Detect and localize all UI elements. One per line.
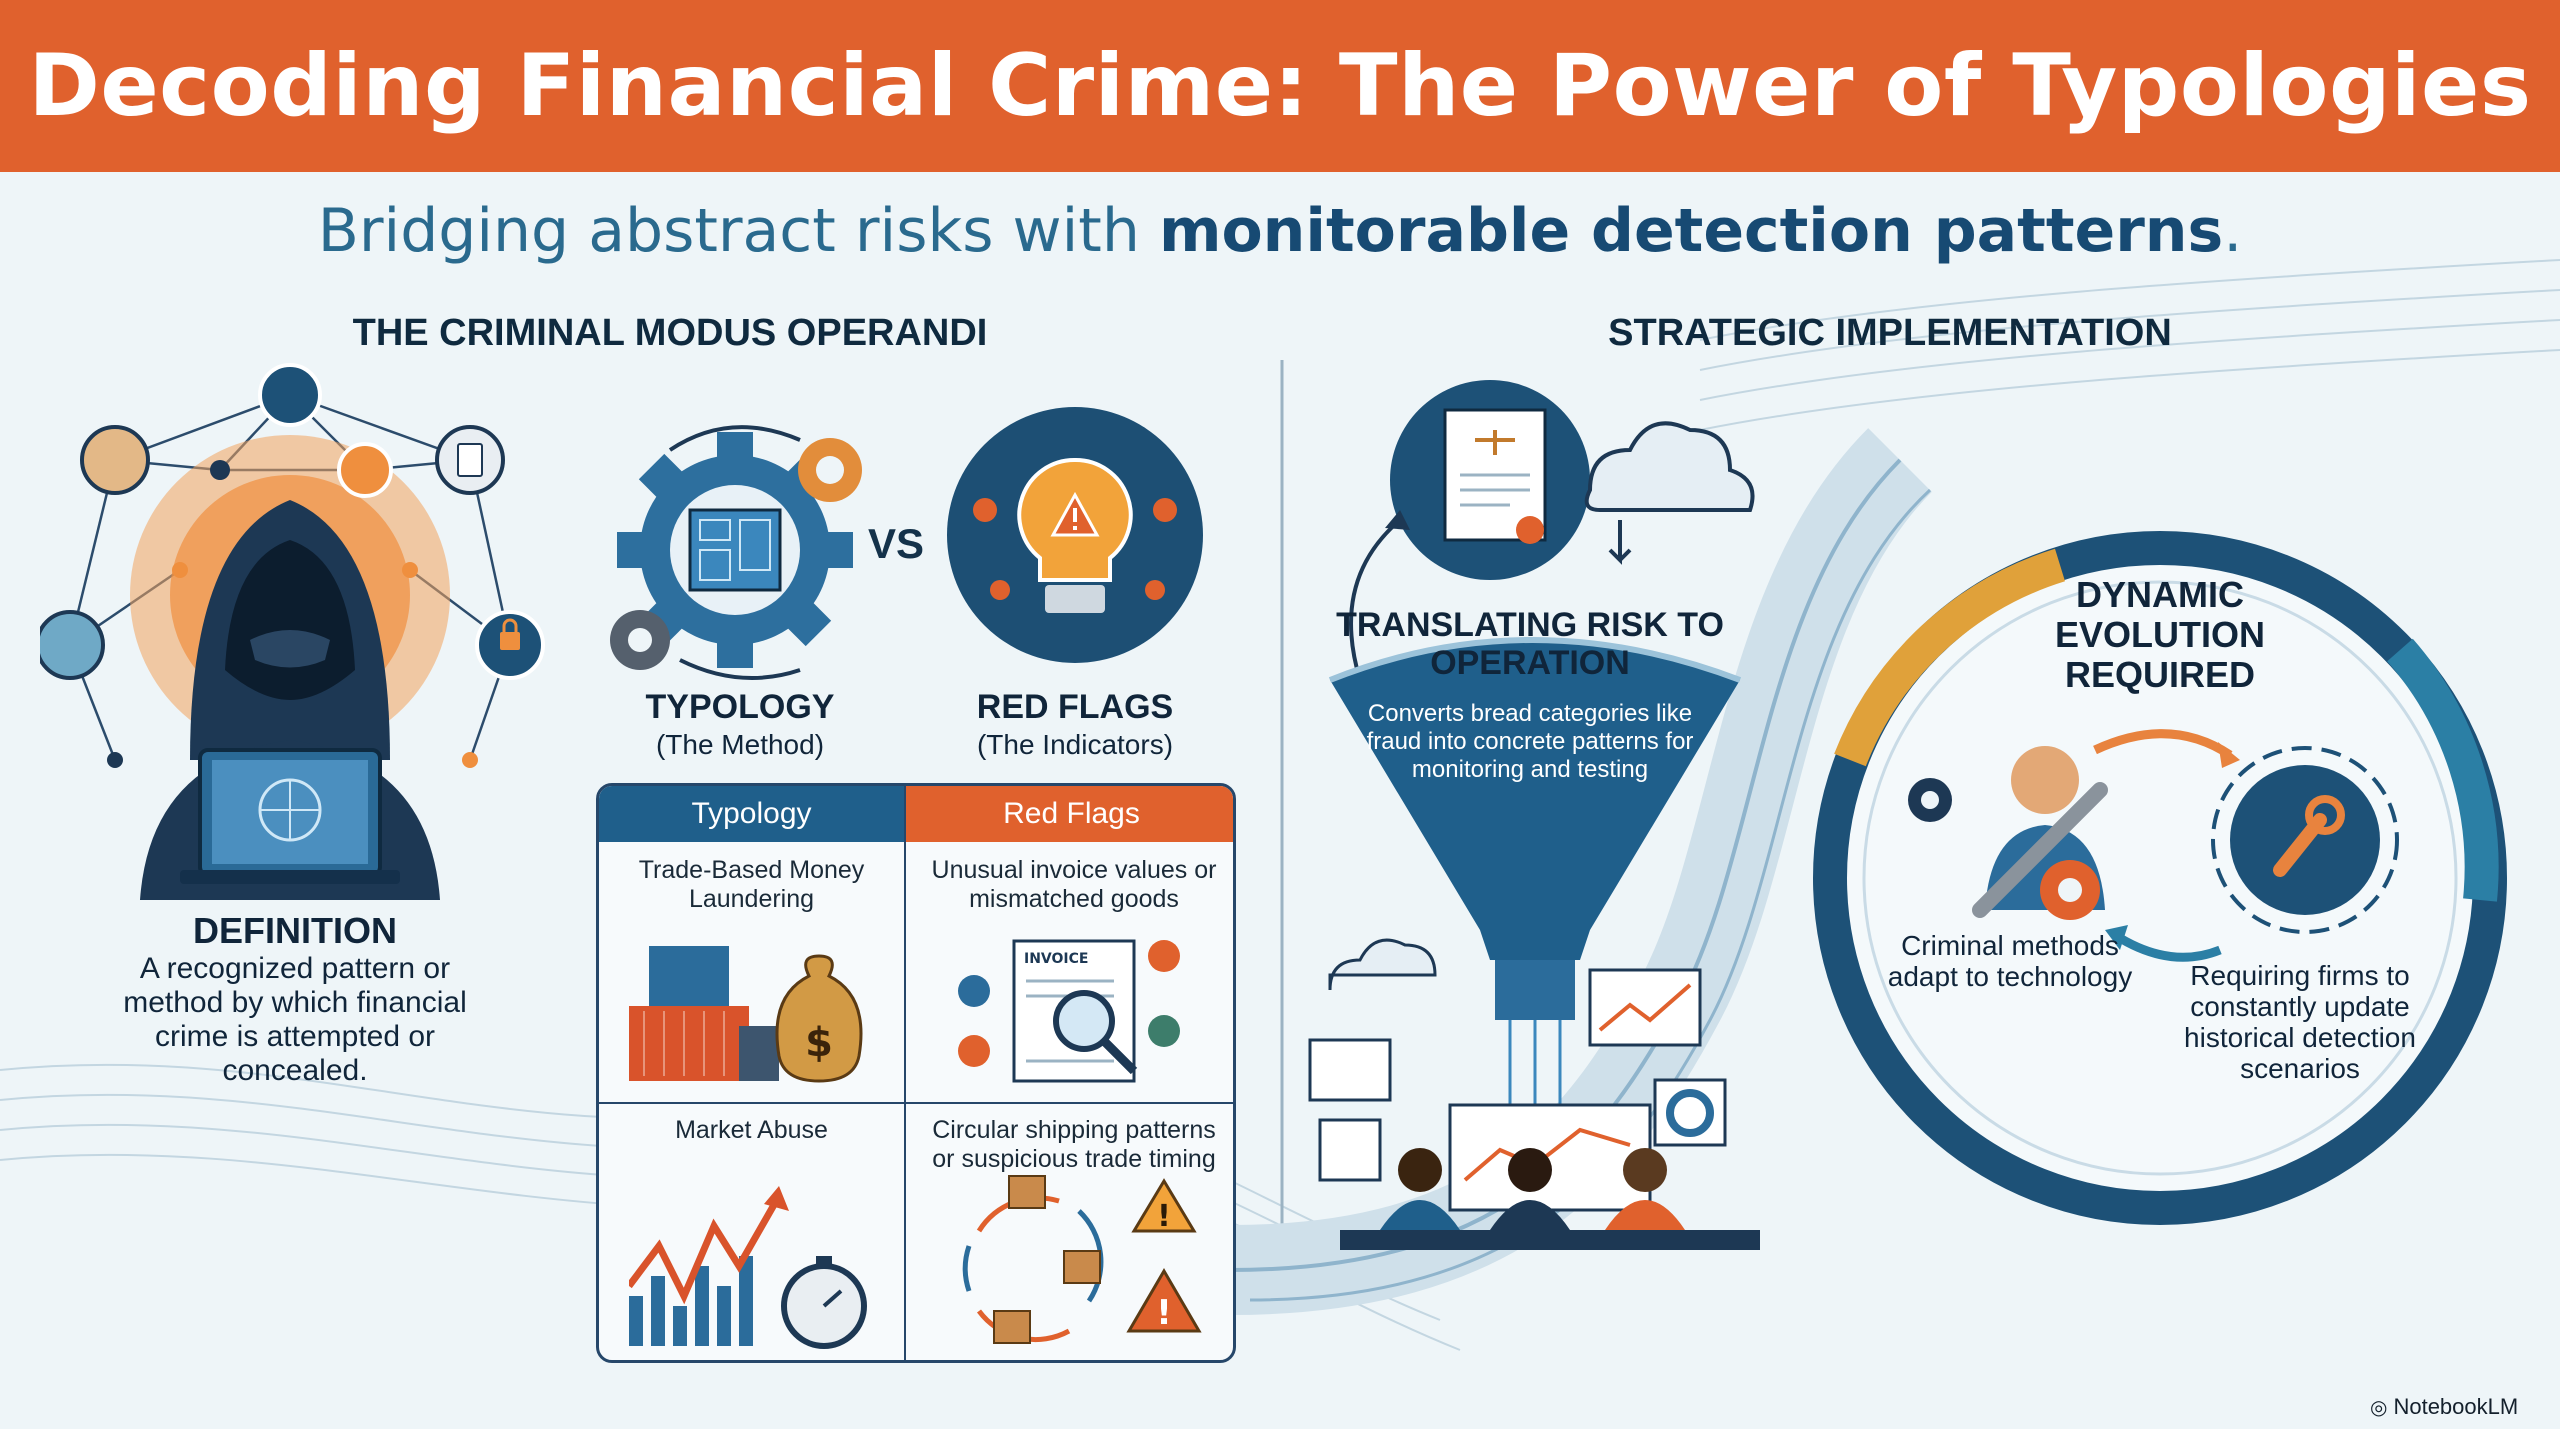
table-cell-redflag-2: Circular shipping patterns or suspicious… — [932, 1116, 1216, 1173]
table-divider-horizontal — [599, 1102, 1233, 1104]
title-bar: Decoding Financial Crime: The Power of T… — [0, 0, 2560, 172]
svg-text:!: ! — [1156, 1293, 1172, 1333]
red-flags-lightbulb-icon — [947, 407, 1203, 663]
hacker-network-illustration — [40, 363, 545, 900]
right-section-heading: STRATEGIC IMPLEMENTATION — [1608, 312, 2172, 354]
subtitle-plain: Bridging abstract risks with — [317, 196, 1140, 266]
page-title: Decoding Financial Crime: The Power of T… — [28, 36, 2532, 136]
funnel-operation-illustration — [1308, 380, 1760, 1250]
funnel-text: Converts bread categories like fraud int… — [1366, 700, 1694, 783]
invoice-label: INVOICE — [1024, 951, 1088, 967]
dynamic-left-text: Criminal methods adapt to technology — [1887, 930, 2133, 992]
circular-shipping-warning-icon: ! ! — [962, 1175, 1202, 1344]
definition-title: DEFINITION — [193, 910, 397, 951]
table-divider-vertical — [904, 786, 906, 1360]
table-cell-typology-2: Market Abuse — [675, 1116, 828, 1144]
table-cell-redflag-1: Unusual invoice values or mismatched goo… — [931, 856, 1217, 913]
left-section-heading: THE CRIMINAL MODUS OPERANDI — [352, 312, 988, 354]
definition-text: A recognized pattern or method by which … — [123, 952, 467, 1087]
vs-label: VS — [868, 520, 925, 567]
brand-label: NotebookLM — [2393, 1394, 2519, 1419]
shipping-containers-icon: $ — [629, 946, 863, 1083]
red-flags-subtitle: (The Indicators) — [976, 729, 1174, 760]
market-chart-stopwatch-icon — [629, 1186, 867, 1349]
subtitle: Bridging abstract risks with monitorable… — [0, 196, 2560, 266]
funnel-title: TRANSLATING RISK TO OPERATION — [1336, 606, 1724, 682]
network-nodes — [40, 363, 545, 768]
table-cell-typology-1: Trade-Based Money Laundering — [638, 856, 865, 913]
comparison-table: Typology Red Flags Trade-Based Money Lau… — [596, 783, 1236, 1363]
table-header-typology: Typology — [599, 786, 904, 842]
brand-footer: ◎ NotebookLM — [2370, 1394, 2518, 1420]
dynamic-title: DYNAMIC EVOLUTION REQUIRED — [2054, 574, 2265, 695]
svg-text:$: $ — [805, 1020, 833, 1066]
dynamic-evolution-icons — [1908, 729, 2399, 962]
invoice-magnifier-icon: INVOICE — [958, 939, 1180, 1083]
table-header-red-flags: Red Flags — [904, 786, 1233, 842]
red-flags-title: RED FLAGS — [976, 688, 1174, 726]
subtitle-end: . — [2223, 196, 2243, 266]
svg-text:!: ! — [1157, 1199, 1171, 1234]
typology-subtitle: (The Method) — [655, 729, 825, 760]
notebooklm-icon: ◎ — [2370, 1396, 2388, 1419]
dynamic-right-text: Requiring firms to constantly update his… — [2184, 960, 2416, 1084]
subtitle-bold: monitorable detection patterns — [1158, 196, 2224, 266]
typology-title: TYPOLOGY — [645, 688, 835, 726]
typology-gear-icon — [610, 425, 862, 680]
